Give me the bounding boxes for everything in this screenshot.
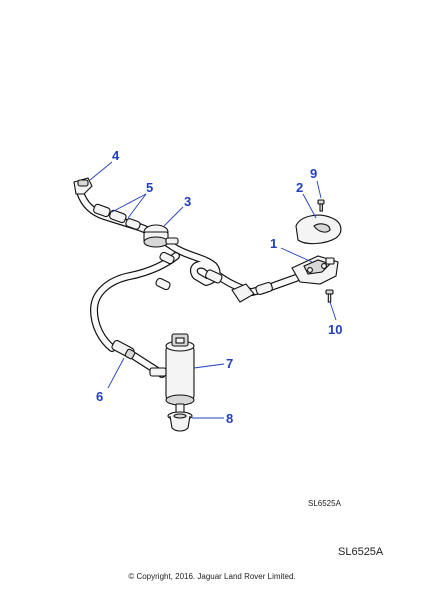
callout-2: 2	[296, 180, 303, 195]
callout-1: 1	[270, 236, 277, 251]
callout-3: 3	[184, 194, 191, 209]
callout-5: 5	[146, 180, 153, 195]
check-valve-6	[111, 339, 136, 360]
hose-connectors-5	[93, 203, 141, 230]
inline-connectors	[155, 251, 273, 303]
callout-10: 10	[328, 322, 342, 337]
leader-lines	[89, 161, 337, 419]
callout-6: 6	[96, 389, 103, 404]
washer-pump-7	[149, 333, 195, 415]
callout-numbers: 4 5 3 9 2 1 10 7 6 8	[96, 148, 342, 426]
jet-cover-2	[295, 214, 342, 245]
copyright-notice: © Copyright, 2016. Jaguar Land Rover Lim…	[128, 572, 296, 581]
drawing-reference-footer: SL6525A	[338, 546, 384, 558]
callout-4: 4	[112, 148, 120, 163]
callout-7: 7	[226, 356, 233, 371]
callout-9: 9	[310, 166, 317, 181]
valve-3	[143, 224, 179, 248]
drawing-reference-small: SL6525A	[308, 499, 342, 508]
callout-8: 8	[226, 411, 233, 426]
grommet-8	[167, 411, 193, 432]
screw-9	[317, 199, 325, 212]
screw-10	[325, 289, 334, 303]
elbow-connector-4	[73, 177, 93, 195]
washer-jet-1	[291, 255, 339, 285]
